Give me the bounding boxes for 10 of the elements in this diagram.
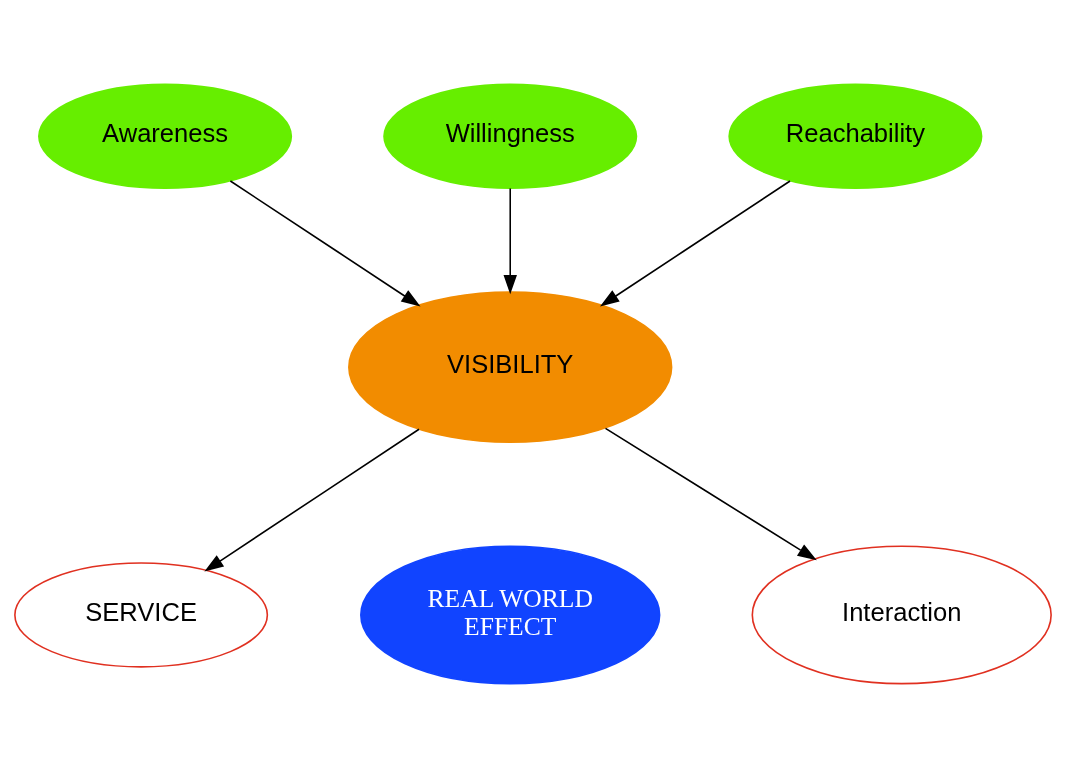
node-ellipse: Willingness: [383, 83, 638, 190]
arrow: [204, 428, 420, 572]
node-ellipse: REAL WORLD EFFECT: [360, 545, 661, 685]
node-ellipse: Reachability: [728, 83, 983, 190]
arrow: [503, 187, 517, 295]
arrow: [229, 180, 421, 307]
arrow: [604, 427, 817, 561]
node-ellipse: Awareness: [38, 83, 293, 190]
node-ellipse: SERVICE: [14, 562, 269, 668]
arrow: [600, 180, 791, 307]
